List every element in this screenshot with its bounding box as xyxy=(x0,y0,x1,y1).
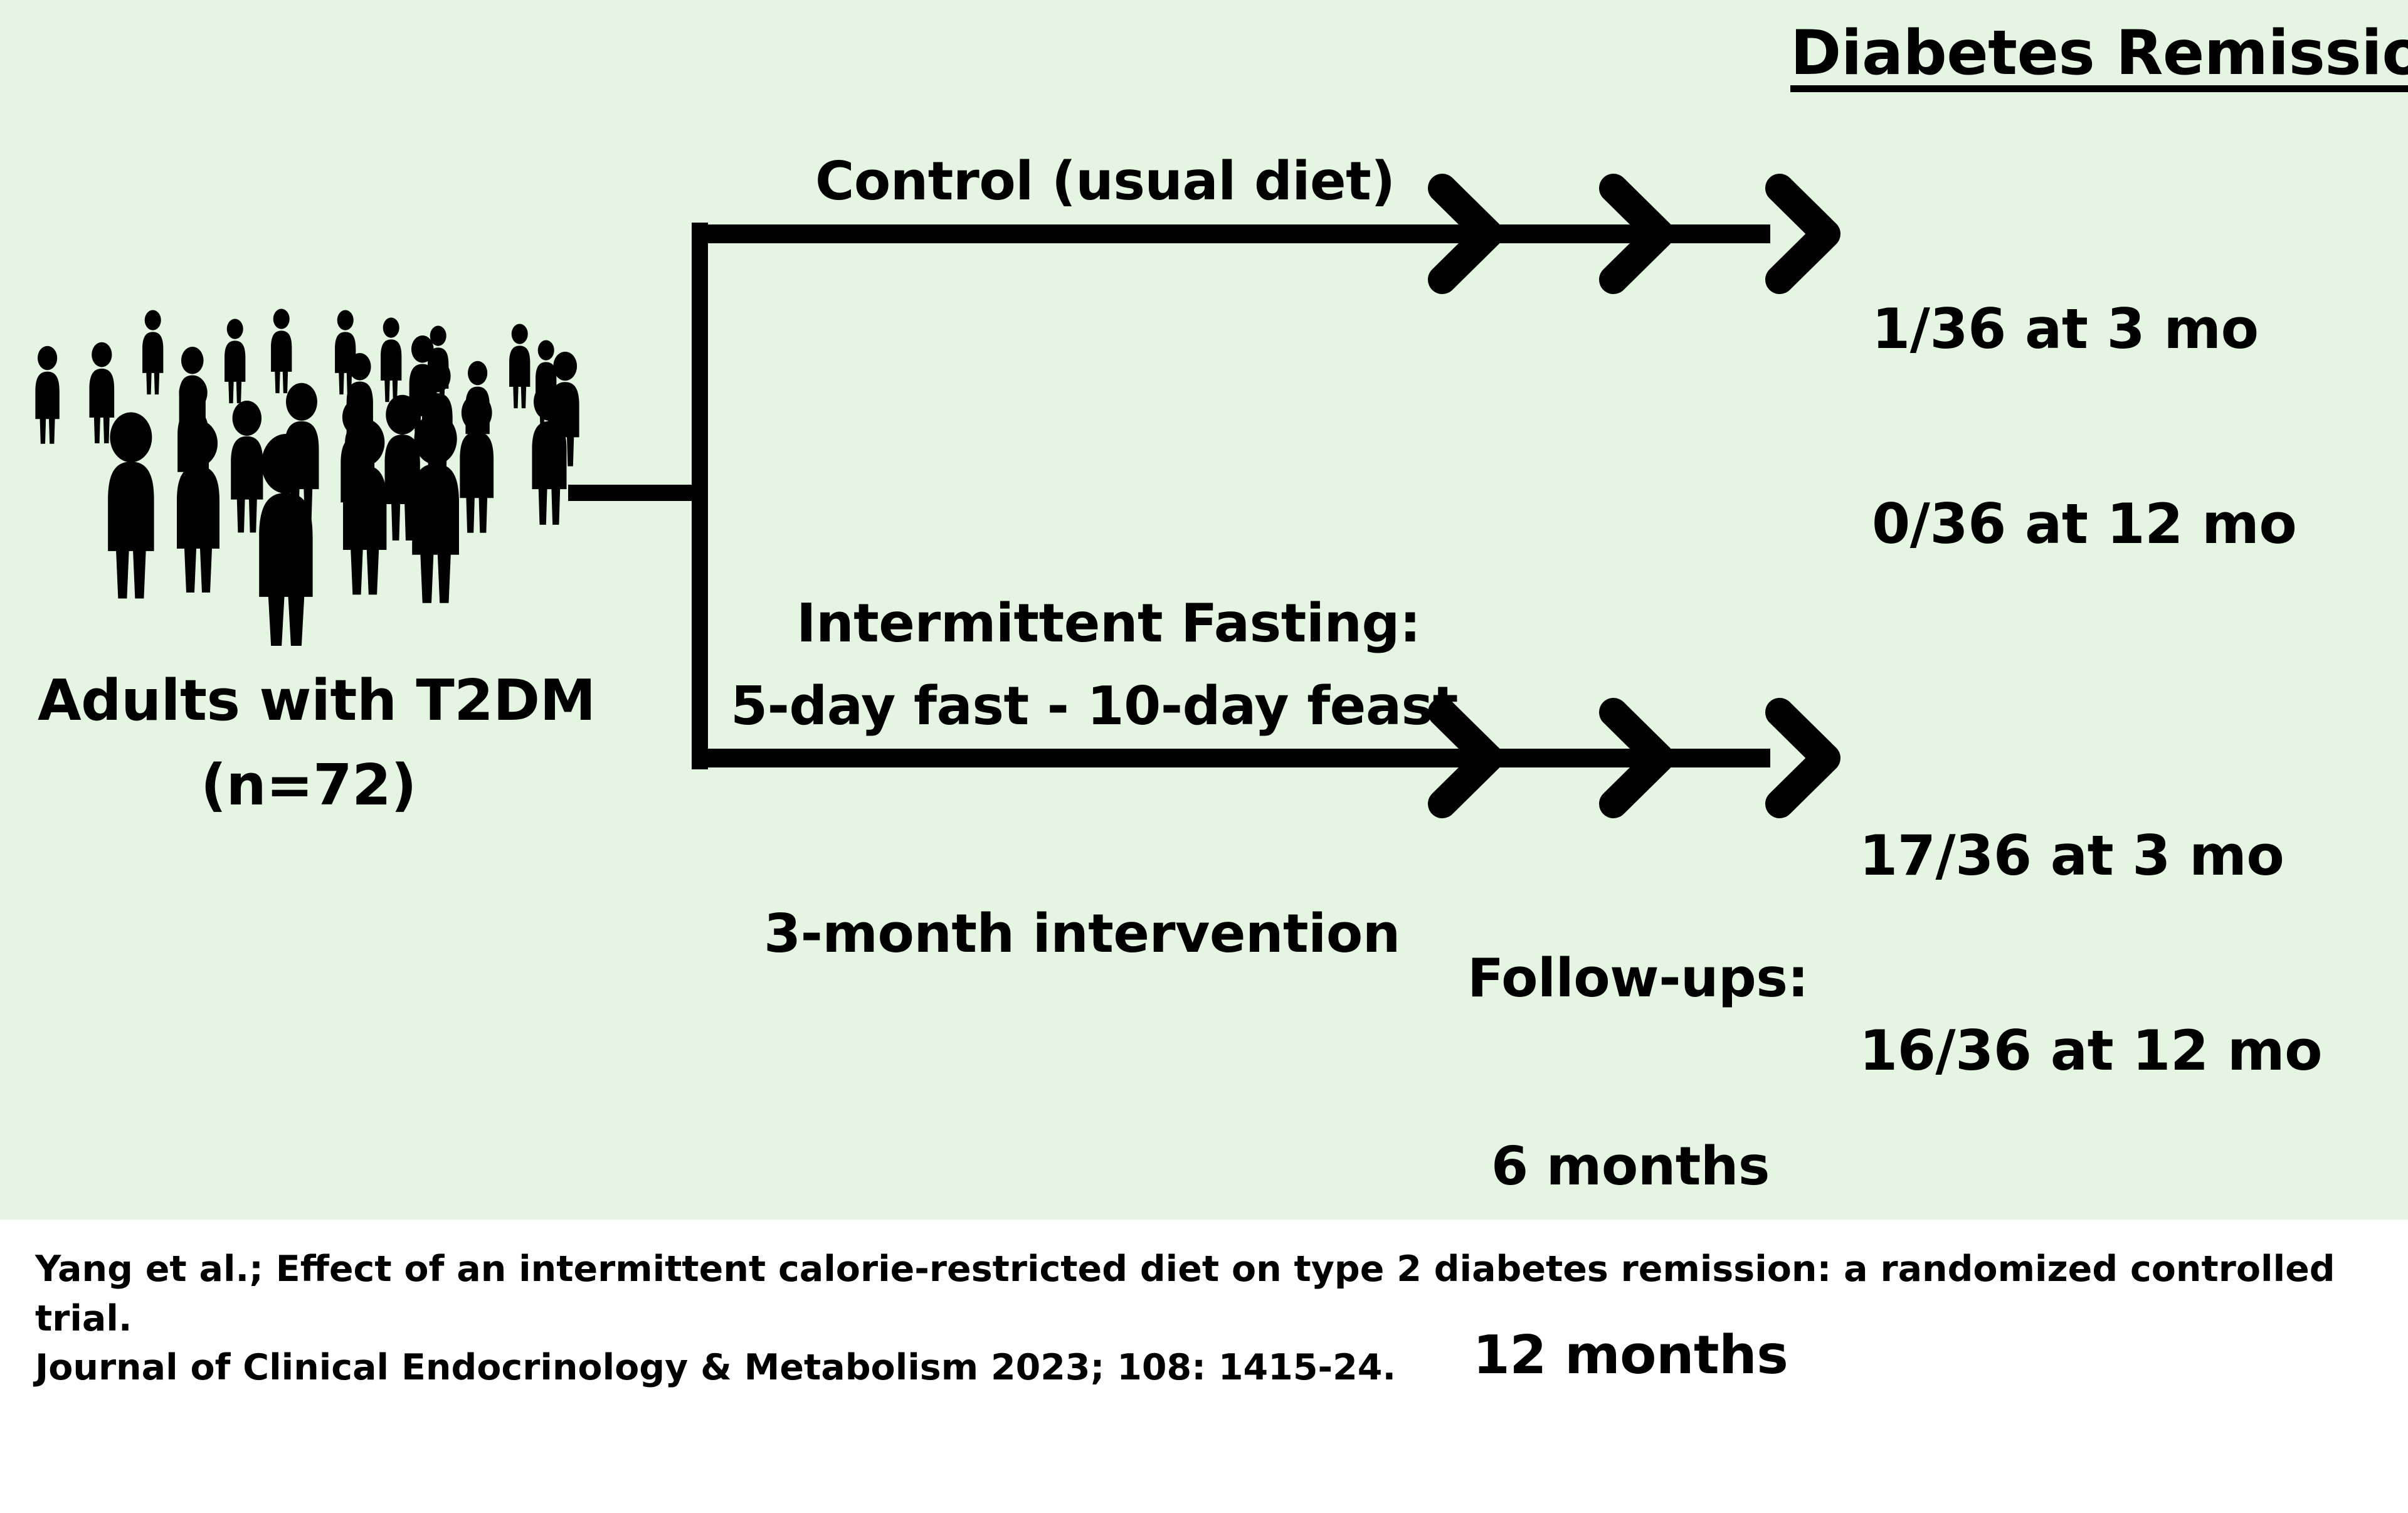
control-result-3mo: 1/36 at 3 mo xyxy=(1872,296,2259,361)
person-figure xyxy=(343,418,387,595)
control-arm-label: Control (usual diet) xyxy=(815,150,1395,213)
population-label-line2: (n=72) xyxy=(201,752,417,818)
person-figure xyxy=(412,413,459,603)
slide-canvas: Diabetes Remission Control (usual diet) … xyxy=(0,0,2408,1388)
person-figure xyxy=(460,394,494,533)
person-figure xyxy=(509,324,531,409)
person-figure xyxy=(381,317,402,403)
person-figure xyxy=(532,382,567,525)
control-result-12mo: 0/36 at 12 mo xyxy=(1872,492,2297,557)
person-figure xyxy=(108,412,154,599)
followups-block: Follow-ups: 6 months 12 months xyxy=(1467,821,1809,1513)
population-label-line1: Adults with T2DM xyxy=(38,668,596,734)
person-figure xyxy=(231,401,263,533)
followups-header: Follow-ups: xyxy=(1467,947,1809,1010)
intervention-result-12mo: 16/36 at 12 mo xyxy=(1859,1018,2323,1083)
person-figure xyxy=(177,420,219,593)
person-figure xyxy=(271,308,292,394)
person-figure xyxy=(384,394,420,541)
intervention-duration-note: 3-month intervention xyxy=(764,903,1400,965)
intervention-results: 17/36 at 3 mo 16/36 at 12 mo xyxy=(1859,693,2323,1214)
citation-line-2: Journal of Clinical Endocrinology & Meta… xyxy=(35,1347,1397,1389)
person-figure xyxy=(35,345,60,444)
person-figure xyxy=(259,434,313,646)
intervention-result-3mo: 17/36 at 3 mo xyxy=(1859,823,2284,888)
page-title: Diabetes Remission xyxy=(1790,18,2408,89)
person-figure xyxy=(224,319,246,404)
person-figure xyxy=(89,342,115,443)
citation: Yang et al.; Effect of an intermittent c… xyxy=(35,1245,2368,1393)
person-figure xyxy=(335,310,356,395)
followup-item-6-months: 6 months xyxy=(1491,1136,1770,1198)
control-results: 1/36 at 3 mo 0/36 at 12 mo xyxy=(1872,166,2297,687)
person-figure xyxy=(142,310,164,395)
intervention-arm-label-line1: Intermittent Fasting: xyxy=(796,593,1421,655)
intervention-arm-label-line2: 5-day fast - 10-day feast xyxy=(731,675,1458,737)
green-panel xyxy=(0,0,2408,1220)
crowd-of-people-icon xyxy=(35,308,579,646)
citation-line-1: Yang et al.; Effect of an intermittent c… xyxy=(35,1248,2335,1339)
